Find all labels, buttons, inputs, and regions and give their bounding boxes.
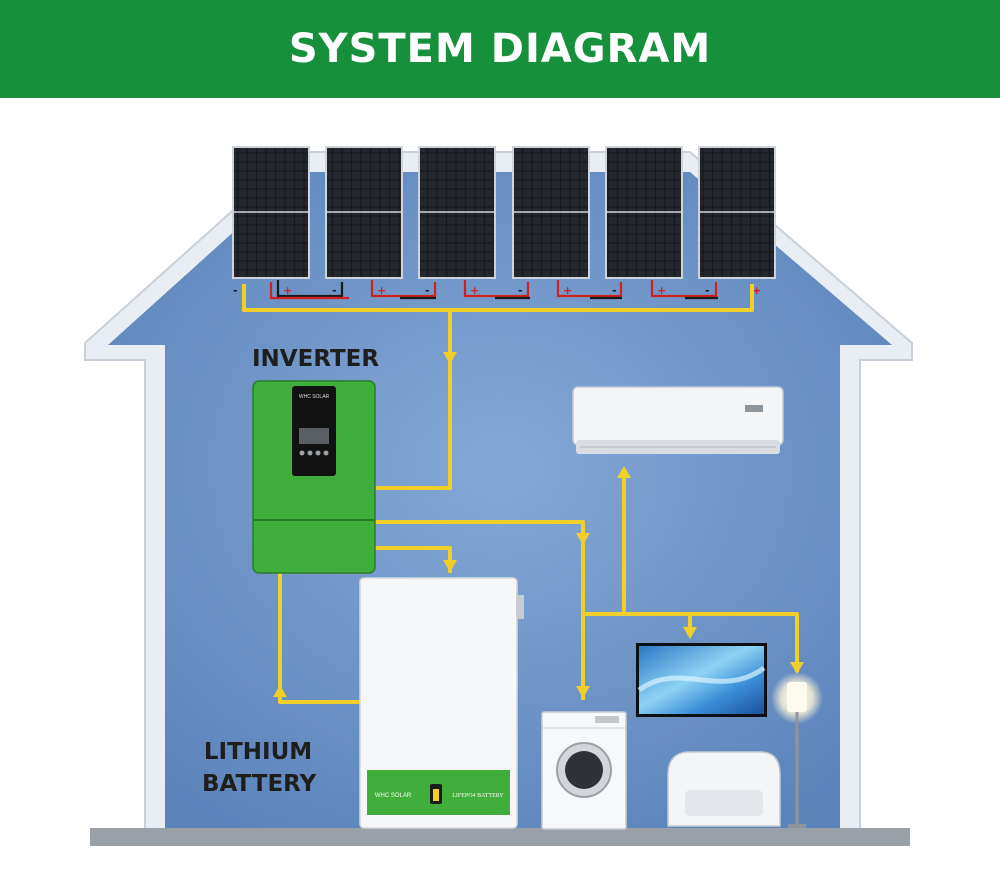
terminal-label: - <box>425 284 430 297</box>
washing-machine <box>541 711 627 830</box>
arrow-down-icon <box>790 662 804 674</box>
inverter-button <box>315 450 321 456</box>
solar-panel <box>698 146 776 279</box>
terminal-label: - <box>233 284 238 297</box>
house-floor <box>90 828 910 846</box>
battery-side-handle <box>516 595 524 619</box>
solar-panel <box>232 146 310 279</box>
battery-label-line2: BATTERY <box>202 771 317 797</box>
armchair <box>667 751 781 827</box>
washer-control-panel <box>595 716 619 723</box>
battery-model: LIFEPO4 BATTERY <box>452 793 504 799</box>
terminal-label: - <box>612 284 617 297</box>
terminal-label: - <box>705 284 710 297</box>
arrow-down-icon <box>576 686 590 698</box>
solar-panel <box>512 146 590 279</box>
television <box>636 643 767 717</box>
battery-label-line1: LITHIUM <box>203 739 313 765</box>
battery-label: LITHIUM BATTERY <box>202 736 317 800</box>
terminal-label: + <box>657 284 666 297</box>
solar-panel <box>605 146 683 279</box>
solar-panel <box>325 146 403 279</box>
arrow-down-icon <box>576 533 590 545</box>
terminal-label: + <box>470 284 479 297</box>
arrow-up-icon <box>617 466 631 478</box>
power-wires <box>242 284 799 704</box>
terminal-label: + <box>752 284 761 297</box>
inverter-label: INVERTER <box>252 346 380 372</box>
wire-arrows <box>273 352 804 698</box>
lithium-battery: WHC SOLAR LIFEPO4 BATTERY <box>359 577 524 829</box>
arrow-down-icon <box>683 627 697 639</box>
arrow-up-icon <box>273 685 287 697</box>
solar-panel <box>418 146 496 279</box>
air-conditioner <box>572 386 784 454</box>
inverter: WHC SOLAR <box>252 380 376 574</box>
terminal-label: - <box>518 284 523 297</box>
solar-panel-array <box>232 146 776 279</box>
terminal-label: - <box>332 284 337 297</box>
arrow-down-icon <box>443 560 457 572</box>
battery-brand: WHC SOLAR <box>375 793 412 799</box>
header-banner: SYSTEM DIAGRAM <box>0 0 1000 98</box>
inverter-button <box>307 450 313 456</box>
ac-display <box>745 405 763 412</box>
terminal-label: + <box>283 284 292 297</box>
inverter-button <box>323 450 329 456</box>
page-title: SYSTEM DIAGRAM <box>288 26 712 72</box>
inverter-button <box>299 450 305 456</box>
panel-wiring <box>269 280 718 300</box>
terminal-label: + <box>377 284 386 297</box>
panel-terminal-labels: - + - + - + - + - + - + <box>233 284 761 297</box>
inverter-brand: WHC SOLAR <box>299 394 330 400</box>
floor-lamp <box>771 672 823 828</box>
inverter-lcd-screen <box>299 428 329 444</box>
arrow-down-icon <box>443 352 457 364</box>
terminal-label: + <box>563 284 572 297</box>
